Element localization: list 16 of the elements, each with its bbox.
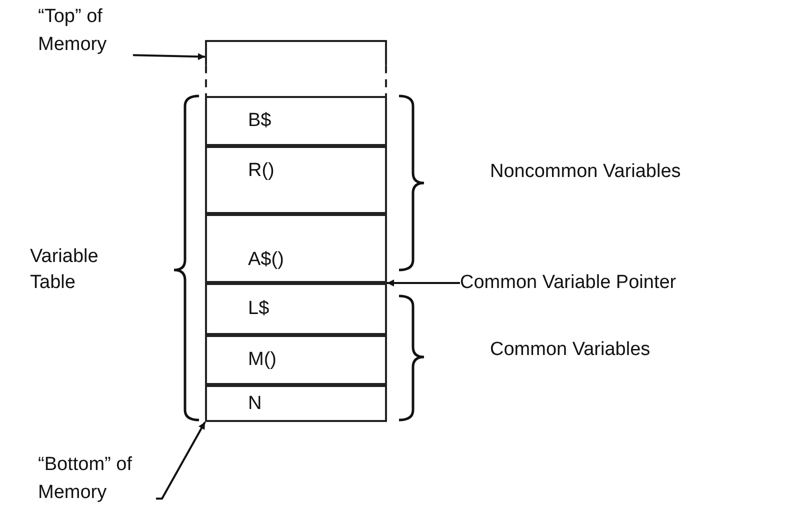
table-cell: A$() bbox=[205, 214, 387, 283]
pointer-label: Common Variable Pointer bbox=[460, 269, 676, 297]
table-cell: R() bbox=[205, 146, 387, 214]
memory-label: “Bottom” of Memory bbox=[38, 451, 156, 507]
memory-label: “Top” of Memory bbox=[38, 3, 133, 59]
group-label: Common Variables bbox=[490, 338, 652, 362]
table-cell: L$ bbox=[205, 283, 387, 335]
group-label: Variable Table bbox=[30, 245, 100, 295]
arrow bbox=[132, 53, 206, 60]
table-cell: N bbox=[205, 385, 387, 422]
arrow bbox=[387, 280, 460, 286]
arrow bbox=[156, 422, 206, 500]
memory-cell bbox=[205, 40, 387, 96]
table-cell: B$ bbox=[205, 96, 387, 146]
group-label: Noncommon Variables bbox=[490, 160, 682, 184]
table-cell: M() bbox=[205, 335, 387, 385]
